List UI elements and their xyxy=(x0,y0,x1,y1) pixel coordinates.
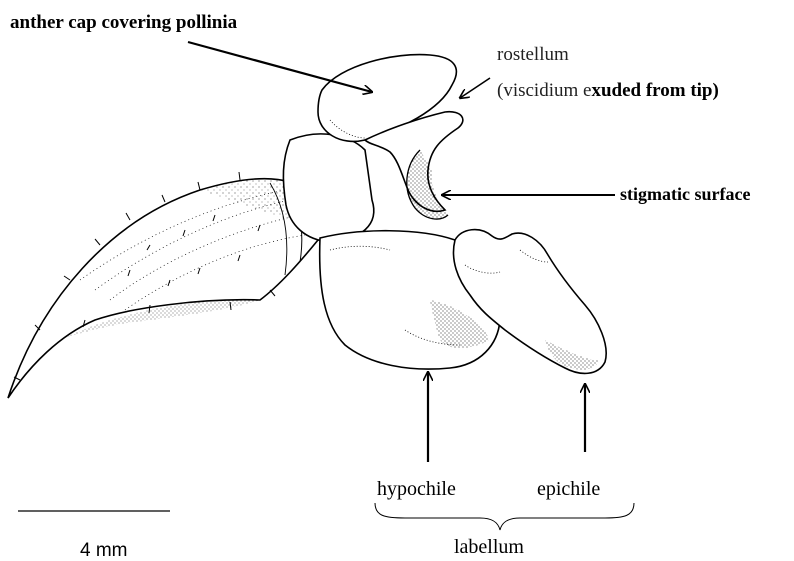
viscidium-label-prefix: (viscidium e xyxy=(497,80,591,101)
stigmatic-surface-label: stigmatic surface xyxy=(620,184,750,204)
scale-bar-label: 4 mm xyxy=(80,540,128,561)
rostellum-label: rostellum xyxy=(497,44,569,65)
hypochile-label: hypochile xyxy=(377,478,456,500)
anther-cap-arrow xyxy=(188,42,372,92)
column xyxy=(283,134,373,242)
anther-cap-label: anther cap covering pollinia xyxy=(10,12,238,33)
labellum-label: labellum xyxy=(454,536,524,558)
ovary xyxy=(8,172,318,398)
viscidium-label-suffix: xuded from tip) xyxy=(591,80,718,101)
rostellum-arrow xyxy=(460,78,490,98)
viscidium-label: (viscidium exuded from tip) xyxy=(497,80,719,101)
epichile-label: epichile xyxy=(537,478,600,500)
labellum-brace xyxy=(375,503,634,530)
